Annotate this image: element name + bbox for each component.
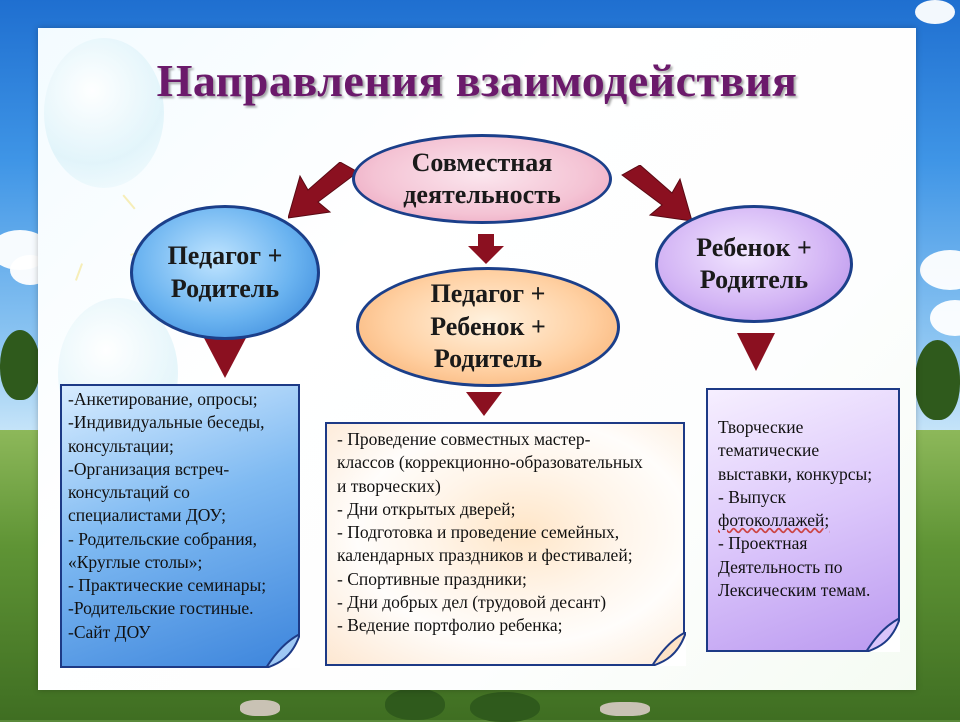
arrow-down-right-icon bbox=[621, 165, 692, 222]
sun-ray bbox=[74, 263, 84, 281]
card-line: классов (коррекционно-образовательных bbox=[337, 452, 643, 473]
ellipse-line: Родитель bbox=[699, 265, 809, 294]
card-line: консультации; bbox=[68, 435, 174, 456]
ellipse-line: Совместная bbox=[411, 147, 553, 177]
tree bbox=[470, 692, 540, 722]
card-line: календарных праздников и фестивалей; bbox=[337, 545, 633, 566]
stones bbox=[240, 700, 280, 716]
card-line: - Подготовка и проведение семейных, bbox=[337, 522, 620, 543]
card-line: Деятельность по bbox=[718, 556, 843, 577]
cloud bbox=[915, 0, 955, 24]
card-line: - Проведение совместных мастер- bbox=[337, 429, 591, 449]
card-teacher-parent: -Анкетирование, опросы; -Индивидуальные … bbox=[60, 384, 300, 668]
card-line: -Индивидуальные беседы, bbox=[68, 412, 265, 433]
card-line: - Практические семинары; bbox=[68, 575, 267, 596]
card-line: - Родительские собрания, bbox=[68, 528, 258, 549]
cloud bbox=[920, 250, 960, 290]
card-line: выставки, конкурсы; bbox=[718, 463, 873, 484]
page-curl-icon bbox=[652, 632, 686, 666]
card-line: - Ведение портфолио ребенка; bbox=[337, 615, 563, 636]
ellipse-line: деятельность bbox=[403, 180, 561, 209]
card-teacher-child-parent: - Проведение совместных мастер- классов … bbox=[325, 422, 685, 666]
ellipse-child-parent: Ребенок + Родитель bbox=[655, 205, 853, 323]
card-line: -Сайт ДОУ bbox=[68, 621, 151, 642]
tree bbox=[0, 330, 40, 400]
stones bbox=[600, 702, 650, 716]
card-line: - Дни добрых дел (трудовой десант) bbox=[337, 591, 607, 612]
card-line: - Выпуск bbox=[718, 486, 787, 507]
page-curl-icon bbox=[266, 634, 300, 668]
card-line: Лексическим темам. bbox=[718, 579, 871, 600]
tree bbox=[915, 340, 960, 420]
ellipse-line: Педагог + bbox=[167, 241, 283, 270]
card-line: консультаций со bbox=[68, 482, 190, 503]
card-line: -Организация встреч- bbox=[68, 458, 230, 479]
ellipse-teacher-parent: Педагог + Родитель bbox=[130, 205, 320, 340]
card-line: - Спортивные праздники; bbox=[337, 568, 527, 589]
card-line: -Анкетирование, опросы; bbox=[68, 389, 258, 409]
page-title: Направления взаимодействия bbox=[156, 55, 798, 106]
ellipse-line: Педагог + bbox=[430, 279, 546, 309]
balloon-decoration bbox=[44, 38, 164, 188]
sun-ray bbox=[122, 194, 136, 210]
ellipse-line: Родитель bbox=[433, 344, 543, 374]
ellipse-line: Родитель bbox=[170, 273, 280, 303]
arrow-down-icon bbox=[468, 234, 504, 264]
card-line: фотоколлажей; bbox=[718, 510, 830, 531]
arrow-down-icon bbox=[466, 392, 502, 416]
arrow-down-left-icon bbox=[288, 162, 359, 219]
page-curl-icon bbox=[866, 618, 900, 652]
ellipse-line: Ребенок + bbox=[430, 311, 546, 341]
card-child-parent: Творческие тематические выставки, конкур… bbox=[706, 388, 900, 652]
card-line: -Родительские гостиные. bbox=[68, 598, 254, 619]
ellipse-joint-activity: Совместная деятельность bbox=[352, 134, 612, 224]
card-line: - Проектная bbox=[718, 533, 808, 554]
card-line: - Дни открытых дверей; bbox=[337, 498, 516, 519]
tree bbox=[385, 688, 445, 720]
card-line: Творческие bbox=[718, 417, 804, 437]
card-line: специалистами ДОУ; bbox=[68, 505, 227, 526]
arrow-down-icon bbox=[737, 333, 775, 371]
arrow-down-icon bbox=[204, 338, 246, 378]
card-line: тематические bbox=[718, 440, 820, 461]
ellipse-teacher-child-parent: Педагог + Ребенок + Родитель bbox=[356, 267, 620, 387]
ellipse-line: Ребенок + bbox=[696, 232, 812, 262]
card-line: и творческих) bbox=[337, 475, 441, 496]
card-line: «Круглые столы»; bbox=[68, 551, 203, 572]
